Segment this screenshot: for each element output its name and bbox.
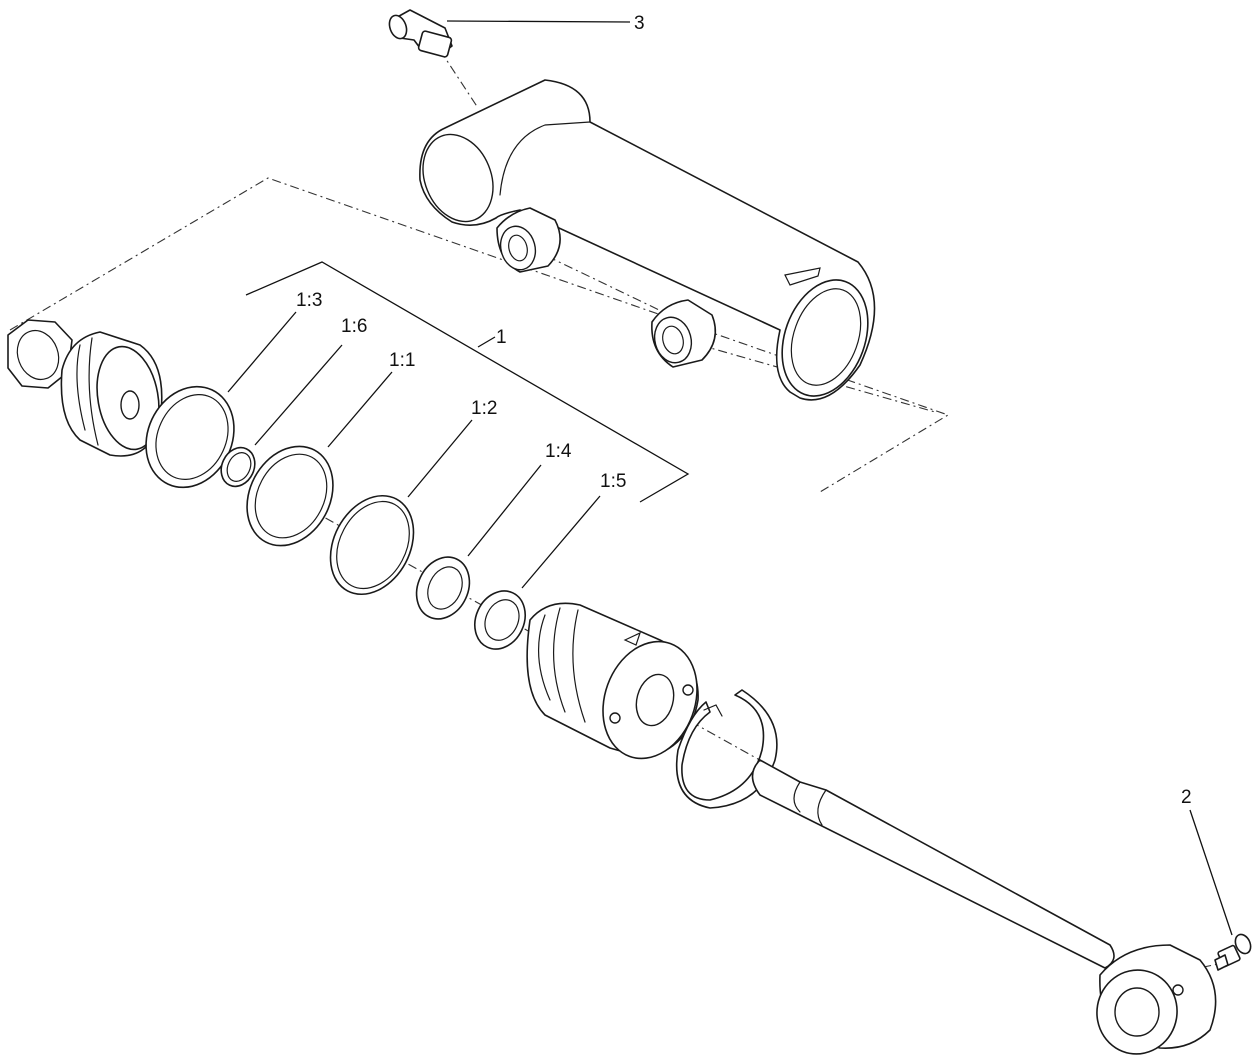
o-ring-1-6 bbox=[220, 446, 256, 488]
rod-end-eye bbox=[1096, 944, 1217, 1055]
grease-fitting-bottom bbox=[1214, 933, 1252, 971]
rod-seal-1-4 bbox=[415, 556, 471, 620]
callout-1-6: 1:6 bbox=[341, 316, 367, 337]
piston bbox=[60, 331, 163, 457]
grease-fitting-top bbox=[388, 9, 453, 58]
backup-ring-1-2 bbox=[329, 494, 415, 596]
callout-1: 1 bbox=[496, 327, 507, 348]
wiper-1-5 bbox=[474, 590, 526, 650]
callout-2: 2 bbox=[1181, 787, 1192, 808]
gland-head bbox=[526, 602, 699, 760]
callout-3: 3 bbox=[634, 13, 645, 34]
piston-seal-1-3 bbox=[145, 385, 235, 489]
callout-1-3: 1:3 bbox=[296, 290, 322, 311]
callout-1-1: 1:1 bbox=[389, 350, 415, 371]
callout-1-4: 1:4 bbox=[545, 441, 572, 462]
callout-1-2: 1:2 bbox=[471, 398, 497, 419]
callout-leaders bbox=[227, 20, 1233, 936]
callout-1-5: 1:5 bbox=[600, 471, 626, 492]
cylinder-barrel bbox=[419, 79, 876, 401]
piston-rod bbox=[751, 759, 1115, 969]
o-ring-1-1 bbox=[246, 445, 334, 547]
